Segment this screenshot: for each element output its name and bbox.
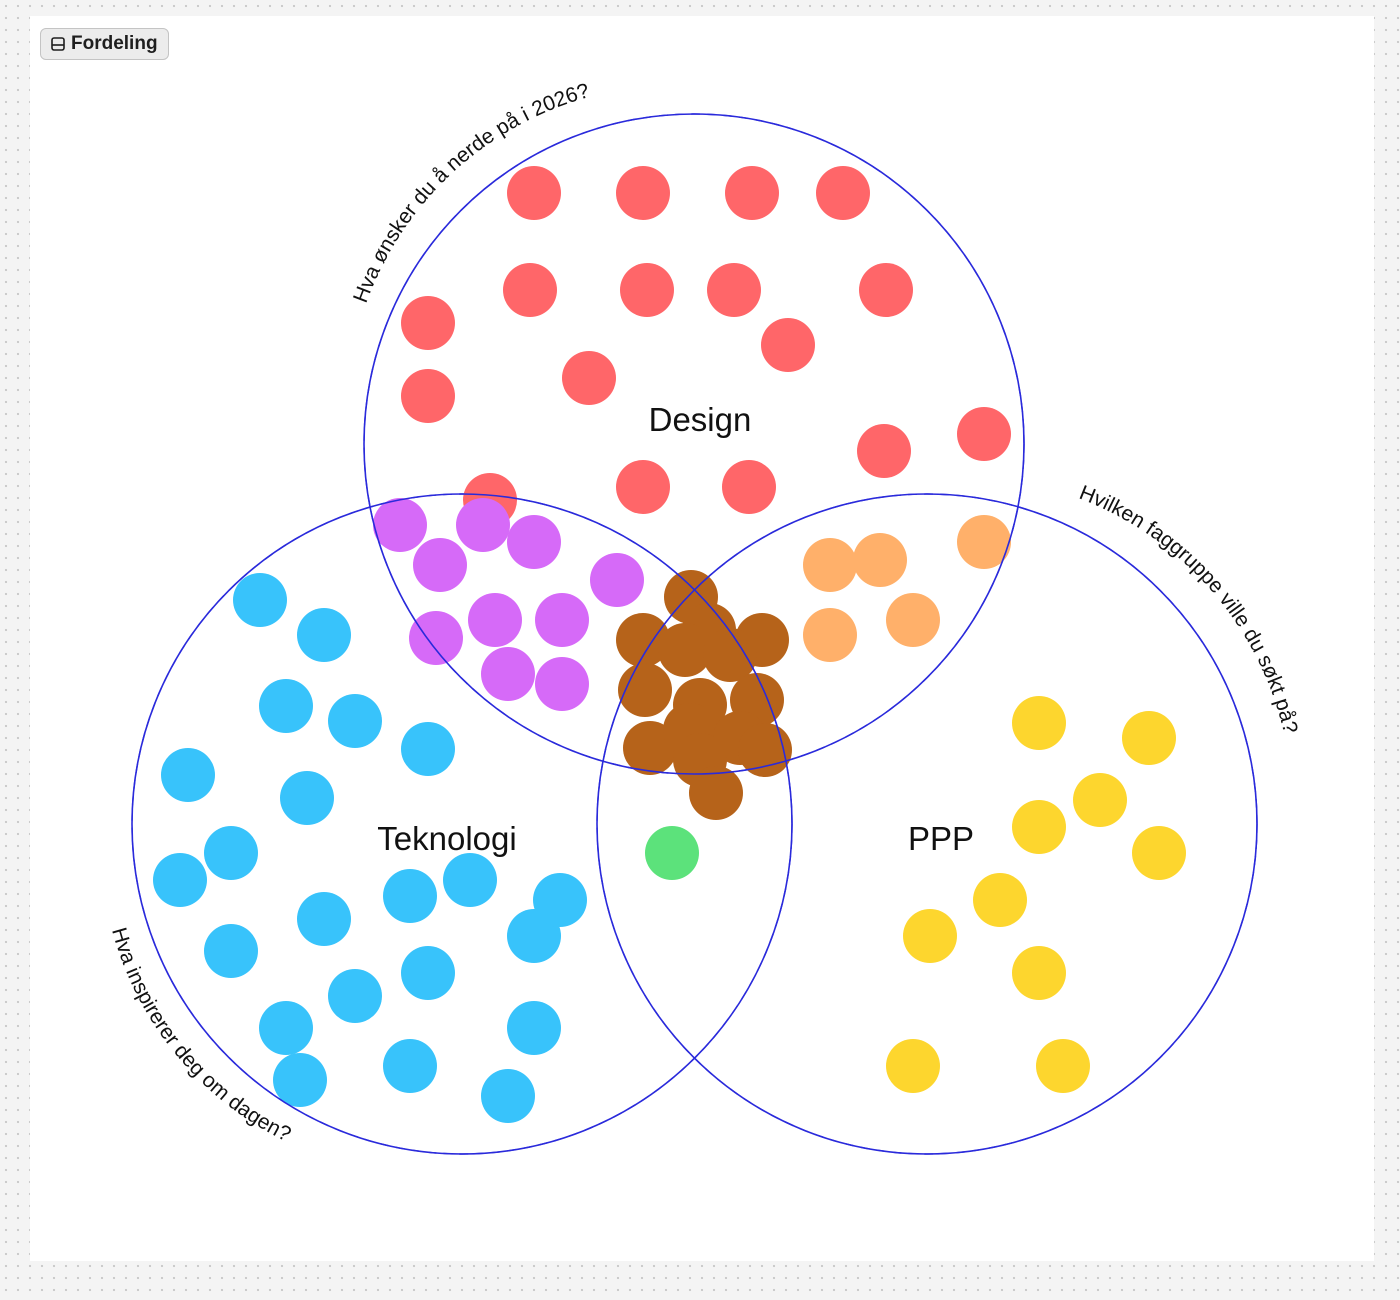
dot-design[interactable] (722, 460, 776, 514)
dot-design-teknologi[interactable] (468, 593, 522, 647)
frame-icon (51, 37, 65, 51)
dot-design-teknologi[interactable] (535, 593, 589, 647)
dot-design[interactable] (616, 166, 670, 220)
frame-label-text: Fordeling (71, 33, 158, 54)
dot-teknologi[interactable] (401, 722, 455, 776)
dot-design[interactable] (401, 369, 455, 423)
dot-design[interactable] (859, 263, 913, 317)
dot-design-teknologi[interactable] (590, 553, 644, 607)
teknologi-circle[interactable] (131, 493, 793, 1155)
ppp-question[interactable]: Hvilken faggruppe ville du søkt på? (1076, 481, 1302, 736)
dot-design[interactable] (725, 166, 779, 220)
dot-design-ppp[interactable] (803, 608, 857, 662)
dot-design-teknologi[interactable] (507, 515, 561, 569)
ppp-label[interactable]: PPP (908, 820, 974, 857)
dot-ppp[interactable] (1122, 711, 1176, 765)
dot-design[interactable] (707, 263, 761, 317)
dot-design[interactable] (616, 460, 670, 514)
outline-group (131, 113, 1258, 1155)
dot-teknologi[interactable] (259, 1001, 313, 1055)
dot-design[interactable] (620, 263, 674, 317)
dot-teknologi[interactable] (533, 873, 587, 927)
dot-design[interactable] (957, 407, 1011, 461)
dot-ppp[interactable] (1073, 773, 1127, 827)
dot-design-teknologi[interactable] (535, 657, 589, 711)
dot-design[interactable] (503, 263, 557, 317)
dot-design-ppp[interactable] (886, 593, 940, 647)
dot-teknologi[interactable] (443, 853, 497, 907)
sticky-dots-layer (153, 166, 1186, 1123)
dot-ppp[interactable] (1036, 1039, 1090, 1093)
frame-label-button[interactable]: Fordeling (40, 28, 169, 60)
dot-teknologi[interactable] (328, 694, 382, 748)
dot-all[interactable] (658, 623, 712, 677)
dot-teknologi[interactable] (507, 1001, 561, 1055)
dot-design-ppp[interactable] (853, 533, 907, 587)
dot-design-teknologi[interactable] (373, 498, 427, 552)
dot-all[interactable] (689, 766, 743, 820)
dot-ppp[interactable] (903, 909, 957, 963)
dot-ppp[interactable] (1012, 696, 1066, 750)
dot-teknologi[interactable] (204, 924, 258, 978)
ppp-circle[interactable] (596, 493, 1258, 1155)
dot-design[interactable] (507, 166, 561, 220)
dot-all[interactable] (616, 613, 670, 667)
dot-teknologi[interactable] (383, 1039, 437, 1093)
dot-ppp[interactable] (886, 1039, 940, 1093)
dot-design-teknologi[interactable] (456, 498, 510, 552)
dot-design-ppp[interactable] (803, 538, 857, 592)
dot-teknologi[interactable] (259, 679, 313, 733)
dot-design-teknologi[interactable] (409, 611, 463, 665)
dot-teknologi[interactable] (401, 946, 455, 1000)
dot-ppp[interactable] (1132, 826, 1186, 880)
teknologi-label[interactable]: Teknologi (377, 820, 516, 857)
dot-design[interactable] (401, 296, 455, 350)
design-circle[interactable] (363, 113, 1025, 775)
dot-ppp[interactable] (1012, 800, 1066, 854)
dot-design[interactable] (562, 351, 616, 405)
design-label[interactable]: Design (649, 401, 752, 438)
dot-teknologi[interactable] (153, 853, 207, 907)
dot-teknologi[interactable] (297, 892, 351, 946)
dot-design-ppp[interactable] (957, 515, 1011, 569)
dot-all[interactable] (703, 628, 757, 682)
dot-ppp[interactable] (1012, 946, 1066, 1000)
dot-teknologi[interactable] (328, 969, 382, 1023)
dot-design-teknologi[interactable] (413, 538, 467, 592)
dot-teknologi[interactable] (280, 771, 334, 825)
dot-teknologi[interactable] (233, 573, 287, 627)
dot-teknologi[interactable] (383, 869, 437, 923)
dot-teknologi[interactable] (161, 748, 215, 802)
dot-design[interactable] (816, 166, 870, 220)
dot-teknologi-ppp[interactable] (645, 826, 699, 880)
dot-teknologi[interactable] (204, 826, 258, 880)
dot-design-teknologi[interactable] (481, 647, 535, 701)
dot-design[interactable] (761, 318, 815, 372)
dot-ppp[interactable] (973, 873, 1027, 927)
dot-teknologi[interactable] (273, 1053, 327, 1107)
dot-teknologi[interactable] (297, 608, 351, 662)
dot-design[interactable] (857, 424, 911, 478)
dot-teknologi[interactable] (481, 1069, 535, 1123)
